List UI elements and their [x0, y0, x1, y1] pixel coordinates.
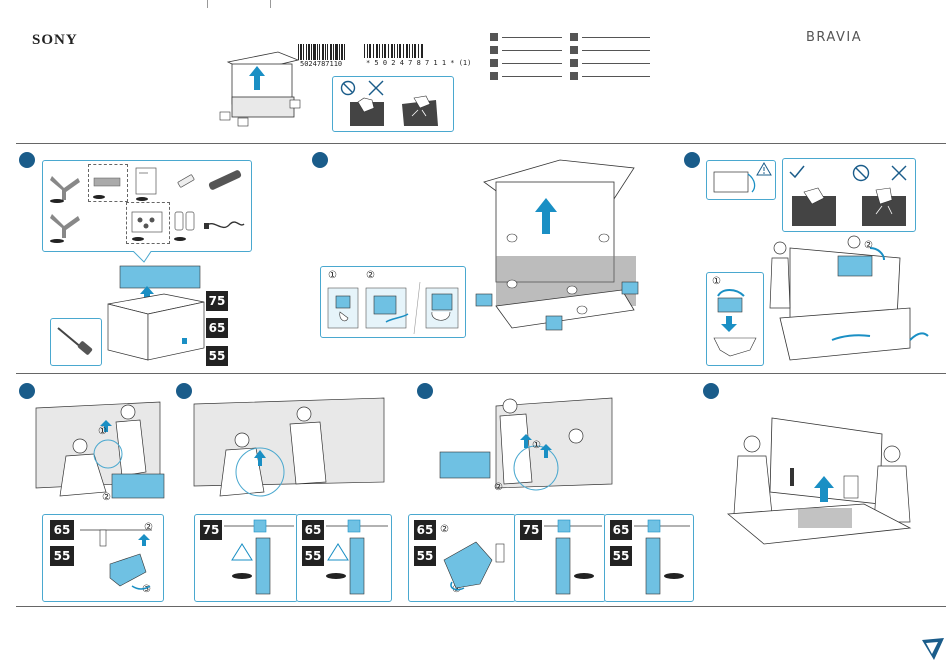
lift-off-detail-illustration [710, 286, 760, 362]
incorrect-grip-illustration [860, 188, 910, 226]
header-box-illustration [218, 42, 308, 132]
step-6-marker [417, 383, 433, 399]
tv-press-illustration-right [402, 96, 440, 126]
step-6-detail-right-illustration [634, 516, 690, 600]
step-6-detail-mid-illustration [544, 516, 602, 600]
cross-icon [368, 80, 384, 96]
clip-illustration-left [474, 290, 496, 310]
callout-2: ② [864, 240, 873, 251]
manual-icon [134, 166, 160, 202]
barcode-2 [364, 44, 424, 58]
corner-mark-icon [920, 636, 946, 662]
size-label-65: 65 [610, 520, 632, 540]
remote-icon [206, 166, 244, 194]
clip-illustration-bottom [544, 312, 566, 334]
language-row [490, 46, 562, 54]
crop-mark [207, 0, 208, 8]
crop-mark [270, 0, 271, 8]
barcode-1 [298, 44, 346, 60]
step-5-marker [176, 383, 192, 399]
size-label-55: 55 [50, 546, 74, 566]
language-row [490, 72, 562, 80]
size-label-55: 55 [302, 546, 324, 566]
size-label-75: 75 [206, 291, 228, 311]
power-cord-icon [204, 214, 246, 236]
step-6-detail-left-illustration [436, 530, 512, 596]
language-row [570, 46, 650, 54]
section-divider [16, 606, 946, 607]
step-5-detail-left-illustration [224, 516, 294, 600]
warning-icon [756, 162, 772, 176]
step-6-people-illustration [436, 392, 616, 510]
battery-icon [176, 172, 198, 190]
step-4-marker [19, 383, 35, 399]
step-5-detail-right-illustration [326, 516, 388, 600]
step-4-detail-illustration [80, 520, 160, 598]
language-row [570, 72, 650, 80]
screws-icon [130, 208, 166, 242]
callout-2: ② [102, 492, 111, 503]
size-label-65: 65 [206, 318, 228, 338]
step-4-people-illustration [36, 392, 166, 512]
section-divider [16, 143, 946, 144]
screwdriver-icon [54, 324, 96, 360]
product-logo: BRAVIA [806, 30, 862, 45]
bracket-icon [92, 172, 122, 200]
packaged-stand-illustration [104, 260, 214, 368]
barcode-1-text: 5024787110 [300, 60, 342, 68]
barcode-2-text: * 5 0 2 4 7 8 7 1 1 * (1) [366, 59, 471, 67]
size-label-55: 55 [206, 346, 228, 366]
language-row [570, 59, 650, 67]
callout-2: ② [366, 270, 375, 281]
callout-1: ① [98, 426, 107, 437]
people-lift-tv-illustration [760, 228, 930, 368]
callout-1: ① [328, 270, 337, 281]
cross-icon [890, 164, 908, 182]
callout-1: ① [532, 440, 541, 451]
prohibited-icon [852, 164, 870, 182]
prohibited-icon [340, 80, 356, 96]
stand-foot-icon [48, 168, 82, 204]
cable-holder-icon [172, 208, 198, 242]
step-3-marker [684, 152, 700, 168]
section-divider [16, 373, 946, 374]
size-label-75: 75 [200, 520, 222, 540]
correct-grip-illustration [790, 188, 840, 226]
tv-press-illustration-left [350, 98, 386, 126]
language-row [490, 33, 562, 41]
size-label-75: 75 [520, 520, 542, 540]
size-label-65: 65 [302, 520, 324, 540]
step-7-lift-tv-illustration [724, 404, 914, 550]
callout-2: ② [494, 482, 503, 493]
size-label-55: 55 [414, 546, 436, 566]
check-icon [788, 164, 806, 180]
size-label-65: 65 [414, 520, 436, 540]
clip-removal-steps [322, 282, 462, 334]
clip-illustration-right [620, 278, 642, 298]
size-label-65: 65 [50, 520, 74, 540]
step-2-marker [312, 152, 328, 168]
language-row [570, 33, 650, 41]
step-1-marker [19, 152, 35, 168]
step-5-people-illustration [194, 392, 390, 510]
brand-logo: SONY [32, 32, 78, 49]
size-label-55: 55 [610, 546, 632, 566]
stand-foot-icon [48, 206, 82, 244]
language-row [490, 59, 562, 67]
step-7-marker [703, 383, 719, 399]
